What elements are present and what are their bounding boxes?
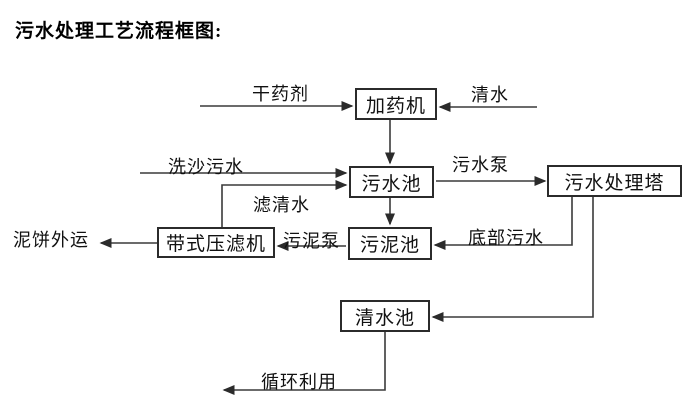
node-sewage-pool: 污水池 <box>349 166 434 198</box>
arrow-recycle-use <box>222 332 386 395</box>
edge-label-dry-chemical: 干药剂 <box>252 84 309 104</box>
arrow-filtered-water <box>221 180 348 227</box>
edge-label-mud-cake-out: 泥饼外运 <box>13 230 89 250</box>
edge-label-bottom-sewage: 底部污水 <box>468 228 544 248</box>
edge-label-clean-water: 清水 <box>471 85 509 105</box>
node-clean-water-pool: 清水池 <box>340 300 430 332</box>
node-belt-filter-press: 带式压滤机 <box>157 227 275 258</box>
edge-label-filtered-water: 滤清水 <box>253 195 310 215</box>
arrow-bottom-sewage <box>433 197 573 250</box>
arrow-tower-to-cleanpool <box>431 197 594 322</box>
node-treatment-tower: 污水处理塔 <box>547 165 682 197</box>
node-sludge-pool: 污泥池 <box>348 227 432 260</box>
edge-label-sewage-pump: 污水泵 <box>452 155 509 175</box>
edge-label-sludge-pump: 污泥泵 <box>283 231 340 251</box>
edge-label-recycle-use: 循环利用 <box>261 372 337 392</box>
diagram-title: 污水处理工艺流程框图: <box>15 21 223 42</box>
node-dosing-machine: 加药机 <box>355 88 437 120</box>
edge-label-sand-washing-sewage: 洗沙污水 <box>168 157 244 177</box>
